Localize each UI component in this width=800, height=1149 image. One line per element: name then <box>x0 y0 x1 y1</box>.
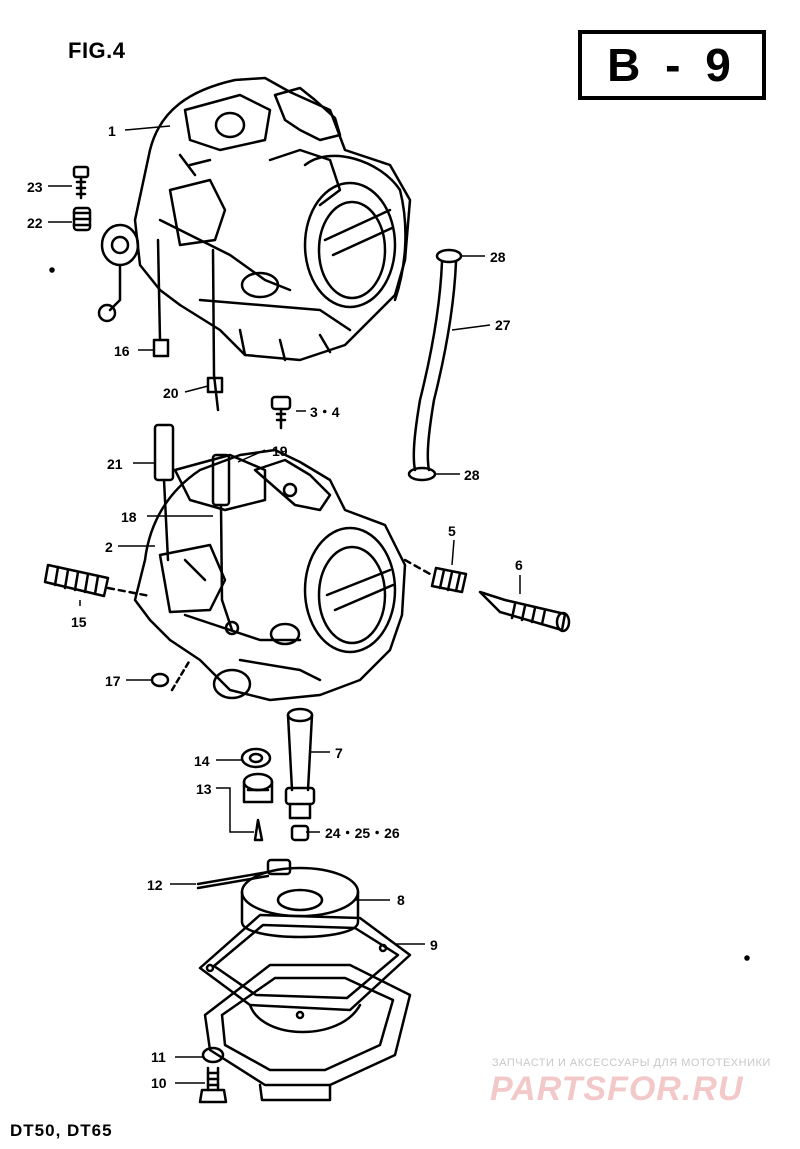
callout-14: 14 <box>194 753 210 769</box>
callout-2: 2 <box>105 539 113 555</box>
callout-3-4: 3・4 <box>310 404 340 420</box>
callout-15: 15 <box>71 614 87 630</box>
jet-13 <box>242 772 274 804</box>
float-bowl <box>203 963 412 1102</box>
callout-16: 16 <box>114 343 130 359</box>
watermark-caption: ЗАПЧАСТИ И АКСЕССУАРЫ ДЛЯ МОТОТЕХНИКИ <box>492 1057 771 1069</box>
watermark-logo: PARTSFOR.RU <box>490 1070 744 1106</box>
adjust-rod-20 <box>206 248 224 412</box>
callout-23: 23 <box>27 179 43 195</box>
screw-23 <box>72 165 90 200</box>
pilot-jet-24 <box>290 824 310 842</box>
rod-21 <box>153 423 175 562</box>
callout-9: 9 <box>430 937 438 953</box>
callout-12: 12 <box>147 877 163 893</box>
page-code-box: B - 9 <box>578 30 766 100</box>
carburetor-body-upper <box>97 76 412 362</box>
callout-11: 11 <box>151 1049 166 1065</box>
clip-17 <box>150 658 192 692</box>
callout-10: 10 <box>151 1075 167 1091</box>
callout-18: 18 <box>121 509 137 525</box>
pin-12 <box>196 858 292 890</box>
callout-22: 22 <box>27 215 43 231</box>
leader-lines <box>48 125 521 1084</box>
bolt-10 <box>198 1066 228 1104</box>
callout-27: 27 <box>495 317 511 333</box>
jet-holder-7 <box>284 707 316 820</box>
needle-6 <box>403 558 571 633</box>
callout-21: 21 <box>107 456 123 472</box>
figure-label: FIG.4 <box>68 38 126 63</box>
callout-19: 19 <box>272 443 288 459</box>
callout-13: 13 <box>196 781 212 797</box>
callout-20: 20 <box>163 385 179 401</box>
callout-6: 6 <box>515 557 523 573</box>
callout-24-25-26: 24・25・26 <box>325 825 400 841</box>
fuel-hose-27 <box>407 248 463 482</box>
callout-7: 7 <box>335 745 343 761</box>
model-label: DT50, DT65 <box>10 1121 113 1140</box>
callout-8: 8 <box>397 892 405 908</box>
page-code: B - 9 <box>607 39 737 91</box>
washer-11 <box>201 1046 225 1064</box>
rod-18 <box>211 453 234 632</box>
callout-17: 17 <box>105 673 121 689</box>
stud-15 <box>43 563 152 598</box>
washer-14 <box>240 747 272 769</box>
callout-28-top: 28 <box>490 249 506 265</box>
callout-28-bottom: 28 <box>464 467 480 483</box>
gasket-9 <box>198 913 412 1020</box>
adjust-rod-16 <box>152 238 170 358</box>
spring-22 <box>72 206 92 232</box>
carburetor-body-lower <box>133 448 407 702</box>
svg-text:PARTSFOR.RU: PARTSFOR.RU <box>490 1070 744 1106</box>
callout-5: 5 <box>448 523 456 539</box>
callout-1: 1 <box>108 123 116 139</box>
screw-3-4 <box>270 395 292 430</box>
jet-needle <box>253 818 264 842</box>
spring-5 <box>430 566 468 594</box>
